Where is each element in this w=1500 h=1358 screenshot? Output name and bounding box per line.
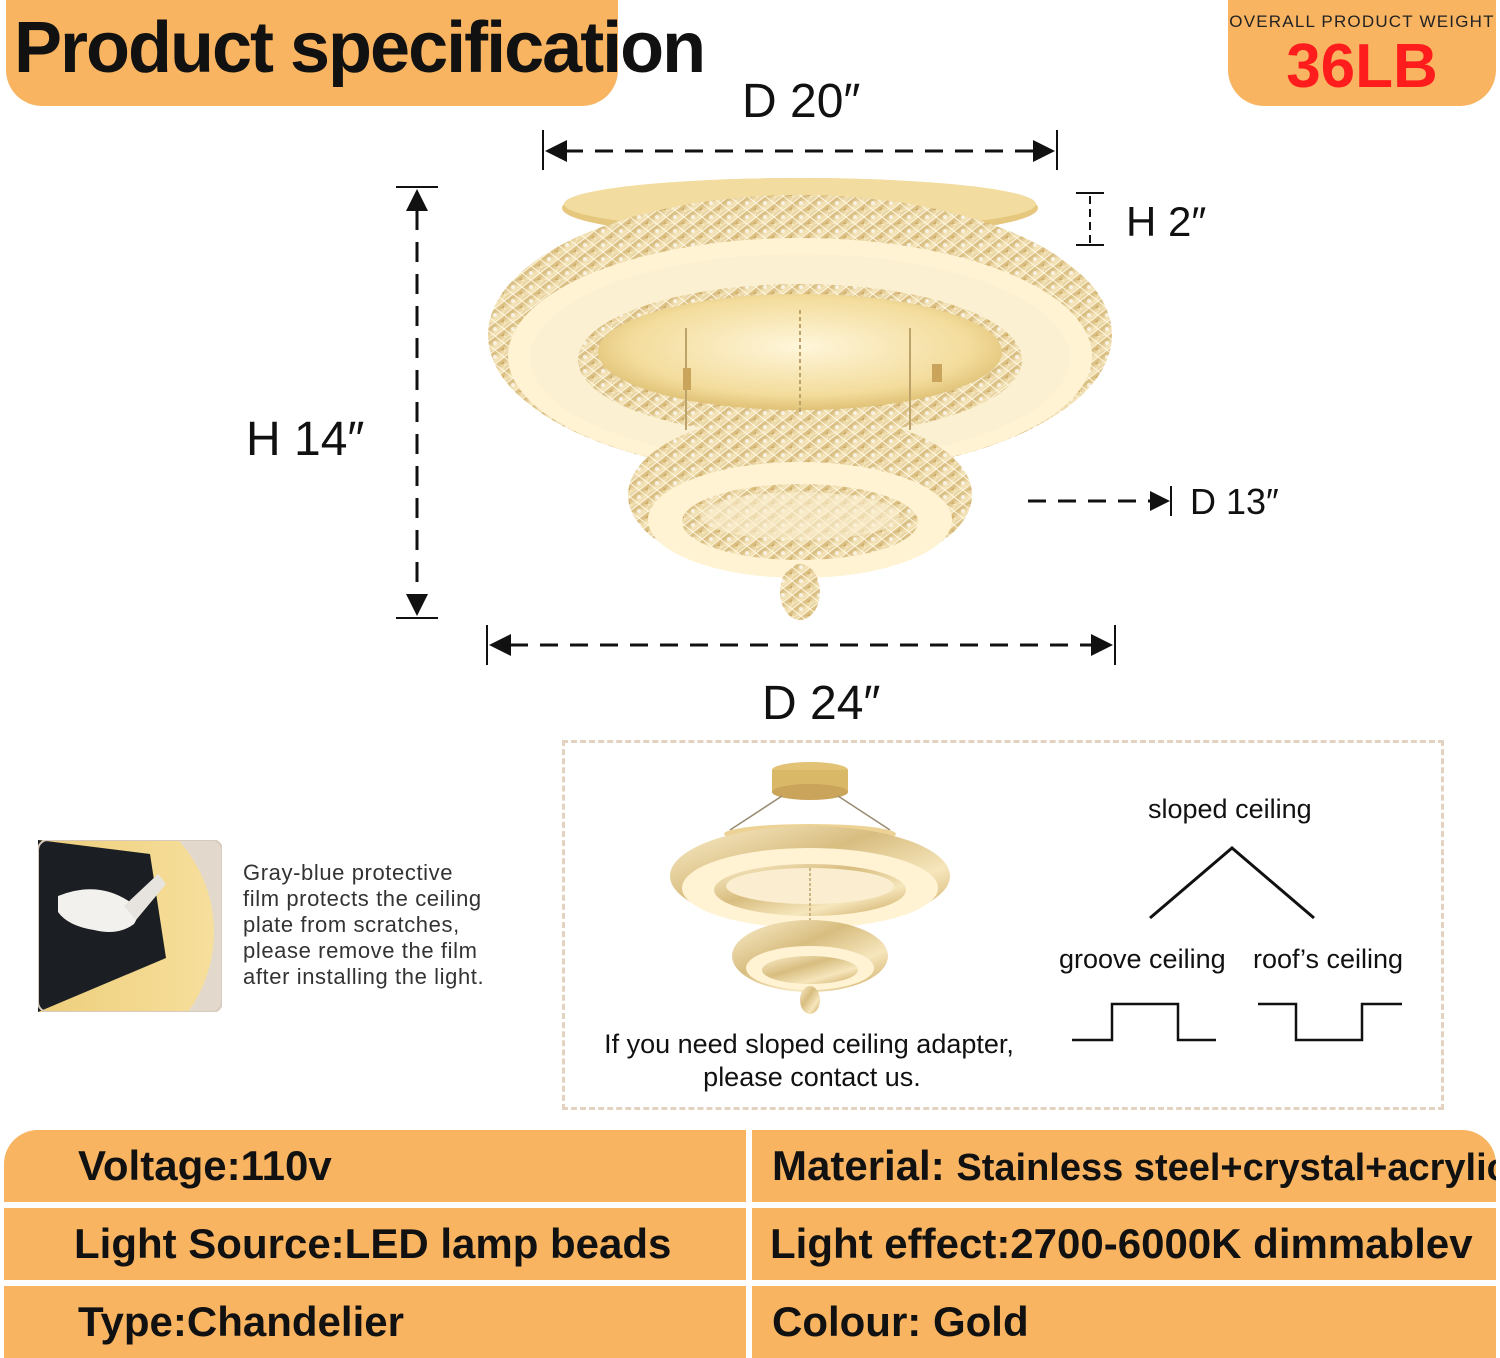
protective-film-photo bbox=[38, 840, 222, 1012]
bottom-diameter-dimension-line bbox=[486, 625, 1116, 665]
film-note-line-5: after installing the light. bbox=[243, 964, 485, 989]
weight-value: 36LB bbox=[1286, 32, 1438, 101]
spec-voltage: Voltage:110v bbox=[4, 1130, 746, 1202]
top-diameter-dimension-line bbox=[542, 130, 1058, 170]
roof-ceiling-label: roof’s ceiling bbox=[1253, 944, 1404, 974]
chandelier-dimension-diagram bbox=[396, 130, 1172, 665]
weight-badge bbox=[1228, 0, 1496, 106]
ceiling-adapter-box bbox=[562, 740, 1444, 1110]
groove-ceiling-label: groove ceiling bbox=[1059, 944, 1226, 974]
page-title: Product specification bbox=[14, 8, 706, 88]
bottom-diameter-label: D 24″ bbox=[762, 677, 881, 730]
roof-ceiling-icon bbox=[1258, 1002, 1402, 1042]
spec-light-effect: Light effect:2700-6000K dimmablev bbox=[752, 1208, 1496, 1280]
lower-diameter-label: D 13″ bbox=[1190, 481, 1279, 522]
hanging-chandelier-image bbox=[670, 762, 950, 1014]
film-note-line-1: Gray-blue protective bbox=[243, 860, 454, 885]
top-diameter-label: D 20″ bbox=[742, 75, 861, 128]
weight-label: OVERALL PRODUCT WEIGHT bbox=[1229, 12, 1495, 31]
ceiling-shape-diagrams bbox=[1072, 846, 1402, 1042]
spec-material-value: Stainless steel+crystal+acrylic bbox=[956, 1147, 1496, 1189]
total-height-label: H 14″ bbox=[246, 413, 365, 466]
spec-colour: Colour: Gold bbox=[752, 1286, 1496, 1358]
sloped-ceiling-icon bbox=[1149, 846, 1315, 920]
film-note-line-3: plate from scratches, bbox=[243, 912, 460, 937]
spec-type: Type:Chandelier bbox=[4, 1286, 746, 1358]
ring-height-label: H 2″ bbox=[1126, 198, 1207, 245]
groove-ceiling-icon bbox=[1072, 1002, 1216, 1042]
chandelier-image bbox=[488, 178, 1112, 620]
lower-diameter-pointer bbox=[1028, 486, 1172, 516]
adapter-note-line-1: If you need sloped ceiling adapter, bbox=[604, 1029, 1014, 1059]
film-note-line-2: film protects the ceiling bbox=[243, 886, 482, 911]
spec-material: Material: Stainless steel+crystal+acryli… bbox=[752, 1130, 1496, 1202]
sloped-ceiling-label: sloped ceiling bbox=[1148, 794, 1312, 824]
spec-light-source: Light Source:LED lamp beads bbox=[4, 1208, 746, 1280]
adapter-note-line-2: please contact us. bbox=[703, 1062, 921, 1092]
total-height-dimension-line bbox=[396, 186, 438, 619]
title-badge bbox=[6, 0, 618, 106]
spec-material-label: Material: bbox=[772, 1142, 957, 1189]
film-note-line-4: please remove the film bbox=[243, 938, 478, 963]
ring-height-dimension-line bbox=[1076, 192, 1104, 246]
